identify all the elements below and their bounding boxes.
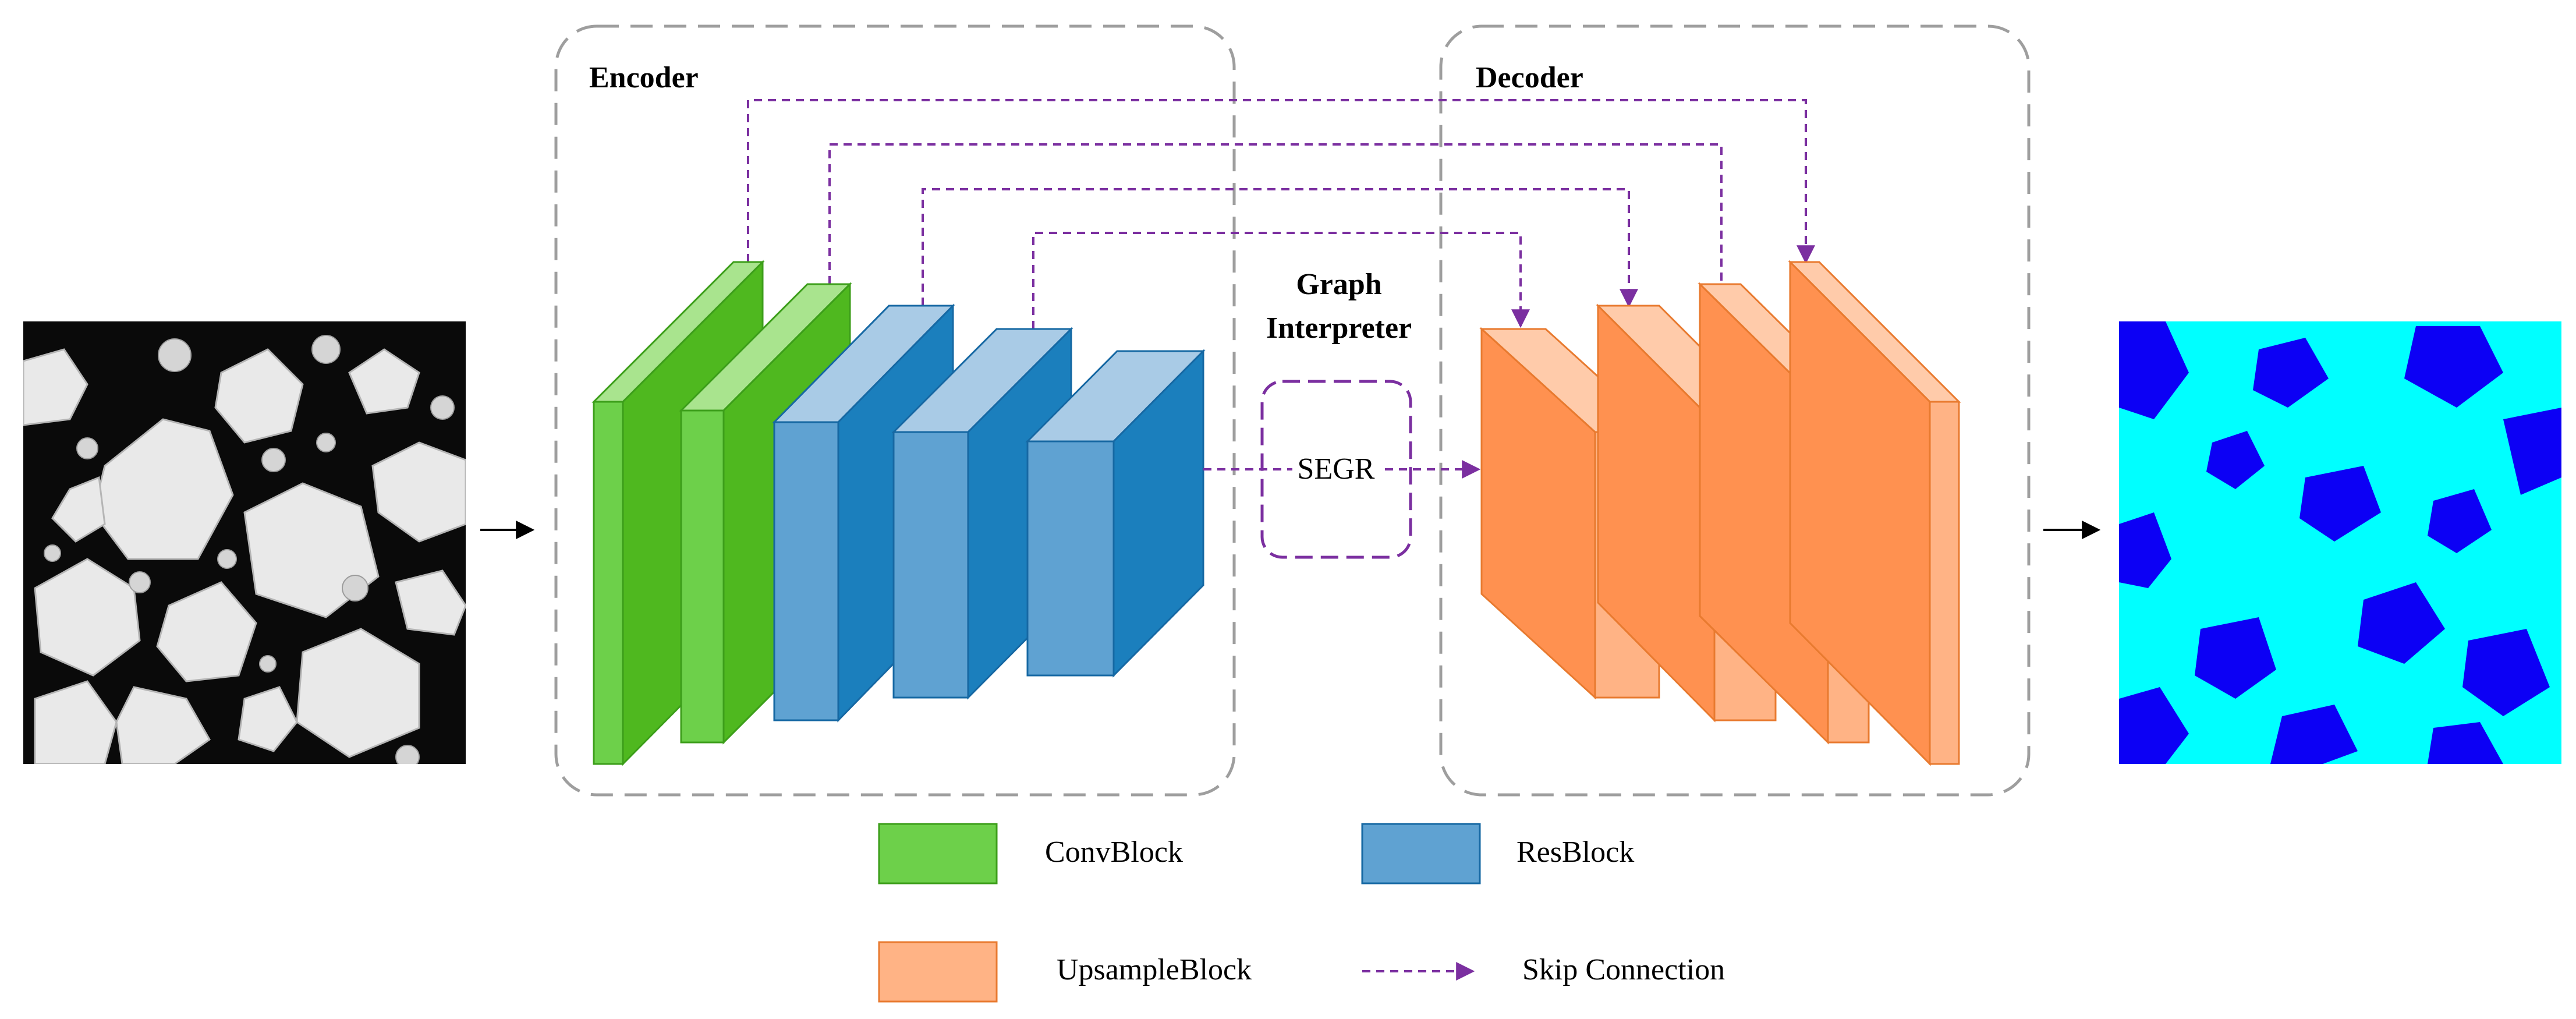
- segr-label: SEGR: [1298, 452, 1375, 486]
- skip-connection-4: [1032, 232, 1530, 329]
- skip-connection-3: [922, 188, 1638, 308]
- decoder-upsampleblock-4: [1788, 260, 1961, 766]
- skip-connection-2: [828, 143, 1731, 308]
- skip-connection-1: [747, 99, 1815, 264]
- interpreter-title: Graph: [1296, 268, 1381, 301]
- decoder-region: [1439, 24, 2031, 797]
- legend-skip-label: Skip Connection: [1522, 953, 1725, 986]
- encoder-title: Encoder: [589, 61, 699, 94]
- legend-conv-swatch: [878, 823, 998, 884]
- decoder-title: Decoder: [1476, 61, 1583, 94]
- legend-conv-label: ConvBlock: [1045, 836, 1183, 869]
- output-image: [2119, 321, 2561, 764]
- legend-res-swatch: [1361, 823, 1481, 884]
- legend: ConvBlock ResBlock UpsampleBlock Skip Co…: [878, 823, 1725, 1003]
- encoder-resblock-3: [1025, 349, 1206, 678]
- interpreter-subtitle: Interpreter: [1266, 312, 1412, 345]
- skip-connections: [747, 99, 1815, 329]
- input-image: [23, 321, 466, 764]
- encoder-region: [554, 24, 1236, 797]
- legend-res-label: ResBlock: [1516, 836, 1634, 869]
- legend-upsample-swatch: [878, 941, 998, 1003]
- legend-upsample-label: UpsampleBlock: [1057, 953, 1252, 986]
